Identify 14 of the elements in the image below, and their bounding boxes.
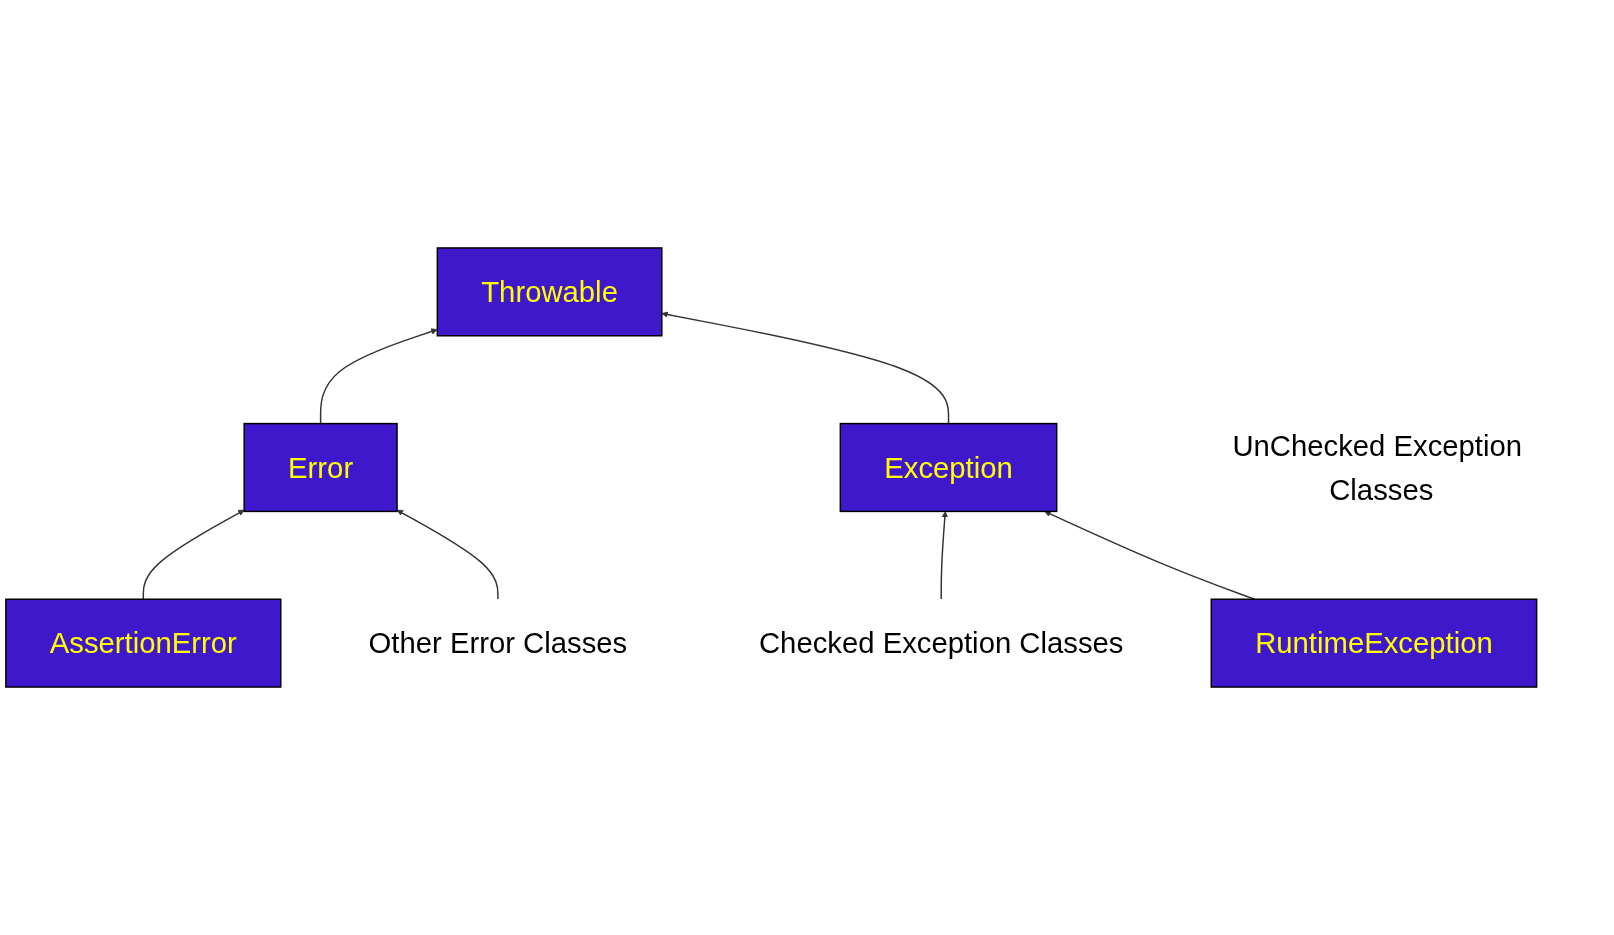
- node-text: Checked Exception Classes: [758, 627, 1124, 660]
- node-text: Other Error Classes: [368, 627, 628, 660]
- node-box: RuntimeException: [1210, 598, 1538, 688]
- node-box: Throwable: [436, 247, 663, 337]
- node-box: AssertionError: [5, 598, 282, 688]
- arrow: [1044, 510, 1256, 600]
- node-label: UnChecked Exception Classes: [1232, 429, 1523, 506]
- arrow: [319, 328, 438, 425]
- node-box: Error: [243, 422, 398, 513]
- arrow: [661, 311, 950, 425]
- arrow: [142, 509, 245, 600]
- node-box: Exception: [839, 422, 1058, 513]
- arrow: [940, 511, 949, 600]
- arrow: [396, 509, 499, 600]
